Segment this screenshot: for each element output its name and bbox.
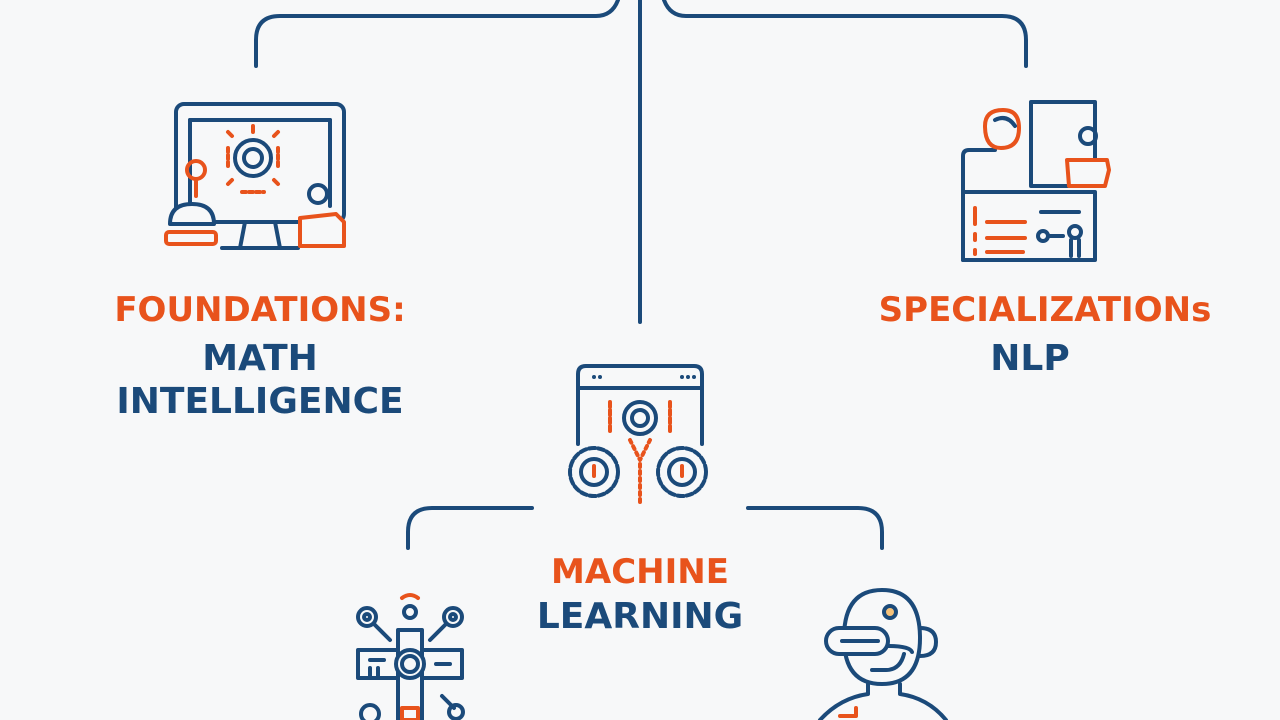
foundations-node: FOUNDATIONS: MATH INTELLIGENCE	[80, 290, 440, 423]
branch-ml-left	[406, 506, 534, 550]
machine-learning-node: MACHINE LEARNING	[500, 552, 780, 638]
network-hub-icon	[356, 593, 465, 720]
machine-learning-title: MACHINE	[551, 552, 729, 592]
person-document-icon	[961, 100, 1111, 262]
branch-ml-right	[746, 506, 884, 550]
specializations-node: SPECIALIZATIONs NLP	[860, 290, 1230, 380]
branch-right	[662, 0, 1028, 68]
computer-monitor-icon	[164, 102, 346, 250]
foundations-line2: INTELLIGENCE	[116, 380, 404, 422]
robot-head-icon	[818, 588, 948, 720]
foundations-title: FOUNDATIONS:	[114, 290, 406, 330]
specializations-title: SPECIALIZATIONs	[878, 290, 1212, 330]
specializations-line1: NLP	[990, 337, 1070, 379]
foundations-line1: MATH	[202, 337, 318, 379]
browser-gears-icon	[568, 364, 708, 506]
branch-left	[254, 0, 620, 68]
machine-learning-line1: LEARNING	[536, 595, 744, 637]
